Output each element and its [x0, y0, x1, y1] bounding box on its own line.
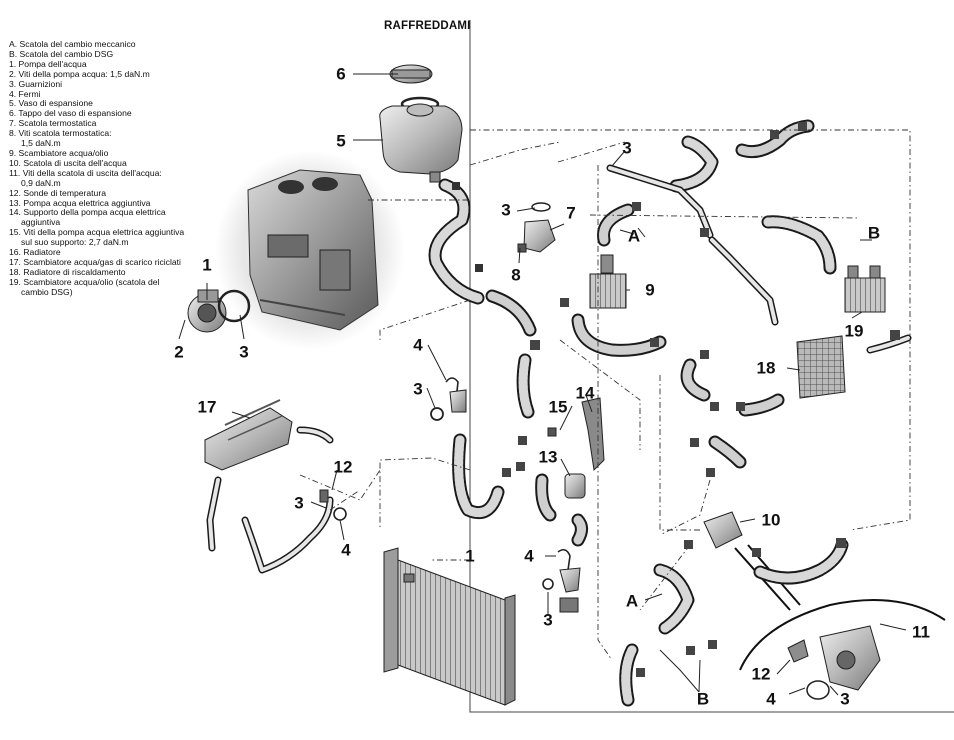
legend-item: 7. Scatola termostatica [9, 118, 97, 129]
callout-A: A [625, 591, 639, 611]
expansion-tank [379, 64, 463, 183]
egr-cooler [204, 399, 293, 471]
callout-3: 3 [239, 342, 249, 362]
legend-item: 0,9 daN.m [21, 177, 61, 188]
legend-item: 8. Viti scatola termostatica: [9, 128, 112, 139]
callout-2: 2 [174, 342, 184, 362]
callout-4: 4 [341, 540, 351, 560]
legend-item: 16. Radiatore [9, 247, 61, 258]
legend-list: A. Scatola del cambio meccanico B. Scato… [9, 39, 189, 298]
callout-4: 4 [524, 546, 534, 566]
callout-18: 18 [756, 358, 776, 378]
radiator [383, 547, 516, 706]
callout-3: 3 [294, 493, 304, 513]
callout-11: 11 [912, 622, 930, 642]
legend-item: 9. Scambiatore acqua/olio [9, 147, 109, 158]
legend-item: 1. Pompa dell'acqua [9, 58, 87, 69]
legend-item: 6. Tappo del vaso di espansione [9, 108, 132, 119]
dsg-oil-cooler [844, 265, 886, 313]
legend-item: 18. Radiatore di riscaldamento [9, 266, 126, 277]
callout-3: 3 [413, 379, 423, 399]
page-title: RAFFREDDAMENT [384, 20, 491, 32]
legend-item: 10. Scatola di uscita dell'acqua [9, 157, 127, 168]
callout-3: 3 [501, 200, 511, 220]
callout-19: 19 [844, 321, 864, 341]
oil-cooler [589, 254, 627, 309]
callout-9: 9 [645, 280, 655, 300]
callout-B: B [867, 223, 881, 243]
legend-item: 17. Scambiatore acqua/gas di scarico ric… [9, 256, 181, 267]
routing-lines [299, 129, 911, 661]
legend-item: 13. Pompa acqua elettrica aggiuntiva [9, 197, 151, 208]
legend-item: 11. Viti della scatola di uscita dell'ac… [9, 167, 162, 178]
callout-3: 3 [622, 138, 632, 158]
legend-item: 15. Viti della pompa acqua elettrica agg… [9, 227, 185, 248]
callout-8: 8 [511, 265, 521, 285]
title-crop [470, 14, 500, 38]
callout-10: 10 [761, 510, 781, 530]
callout-3: 3 [543, 610, 553, 630]
callout-4: 4 [413, 335, 423, 355]
legend-item: 3. Guarnizioni [9, 78, 63, 89]
callout-B: B [696, 689, 710, 709]
callout-14: 14 [575, 383, 595, 403]
water-outlet-housing [703, 511, 946, 700]
water-pump [187, 289, 251, 333]
engine-block [215, 150, 405, 350]
legend-item: 12. Sonde di temperatura [9, 187, 106, 198]
legend-item: A. Scatola del cambio meccanico [9, 39, 136, 49]
callout-1: 1 [202, 255, 212, 275]
legend-item: 14. Supporto della pompa acqua elettrica… [9, 207, 166, 228]
callout-13: 13 [538, 447, 558, 467]
pump-gasket [217, 289, 251, 323]
thermostat-housing [523, 202, 556, 253]
callout-5: 5 [336, 131, 346, 151]
legend-item: B. Scatola del cambio DSG [9, 48, 114, 59]
callout-17: 17 [197, 397, 217, 417]
heater-core [796, 335, 846, 399]
legend-item: 2. Viti della pompa acqua: 1,5 daN.m [9, 68, 150, 79]
callout-3: 3 [840, 689, 850, 709]
legend-item: 1,5 daN.m [21, 138, 61, 149]
hose-clamps [319, 122, 900, 677]
callout-12: 12 [333, 457, 353, 477]
callout-4: 4 [766, 689, 776, 709]
callout-15: 15 [548, 397, 568, 417]
coolant-pipes [206, 164, 912, 574]
frame-line [469, 20, 954, 713]
callout-12: 12 [751, 664, 771, 684]
callout-6: 6 [336, 64, 346, 84]
legend-item: 4. Fermi [9, 88, 41, 99]
callout-leaders [178, 73, 907, 696]
callout-16: 1 [465, 546, 475, 566]
callout-A: A [627, 226, 641, 246]
electric-pump [564, 397, 605, 499]
coolant-hoses [428, 119, 849, 707]
legend-item: 5. Vaso di espansione [9, 98, 93, 109]
legend-item: 19. Scambiatore acqua/olio (scatola del … [9, 276, 160, 297]
callout-7: 7 [566, 203, 576, 223]
